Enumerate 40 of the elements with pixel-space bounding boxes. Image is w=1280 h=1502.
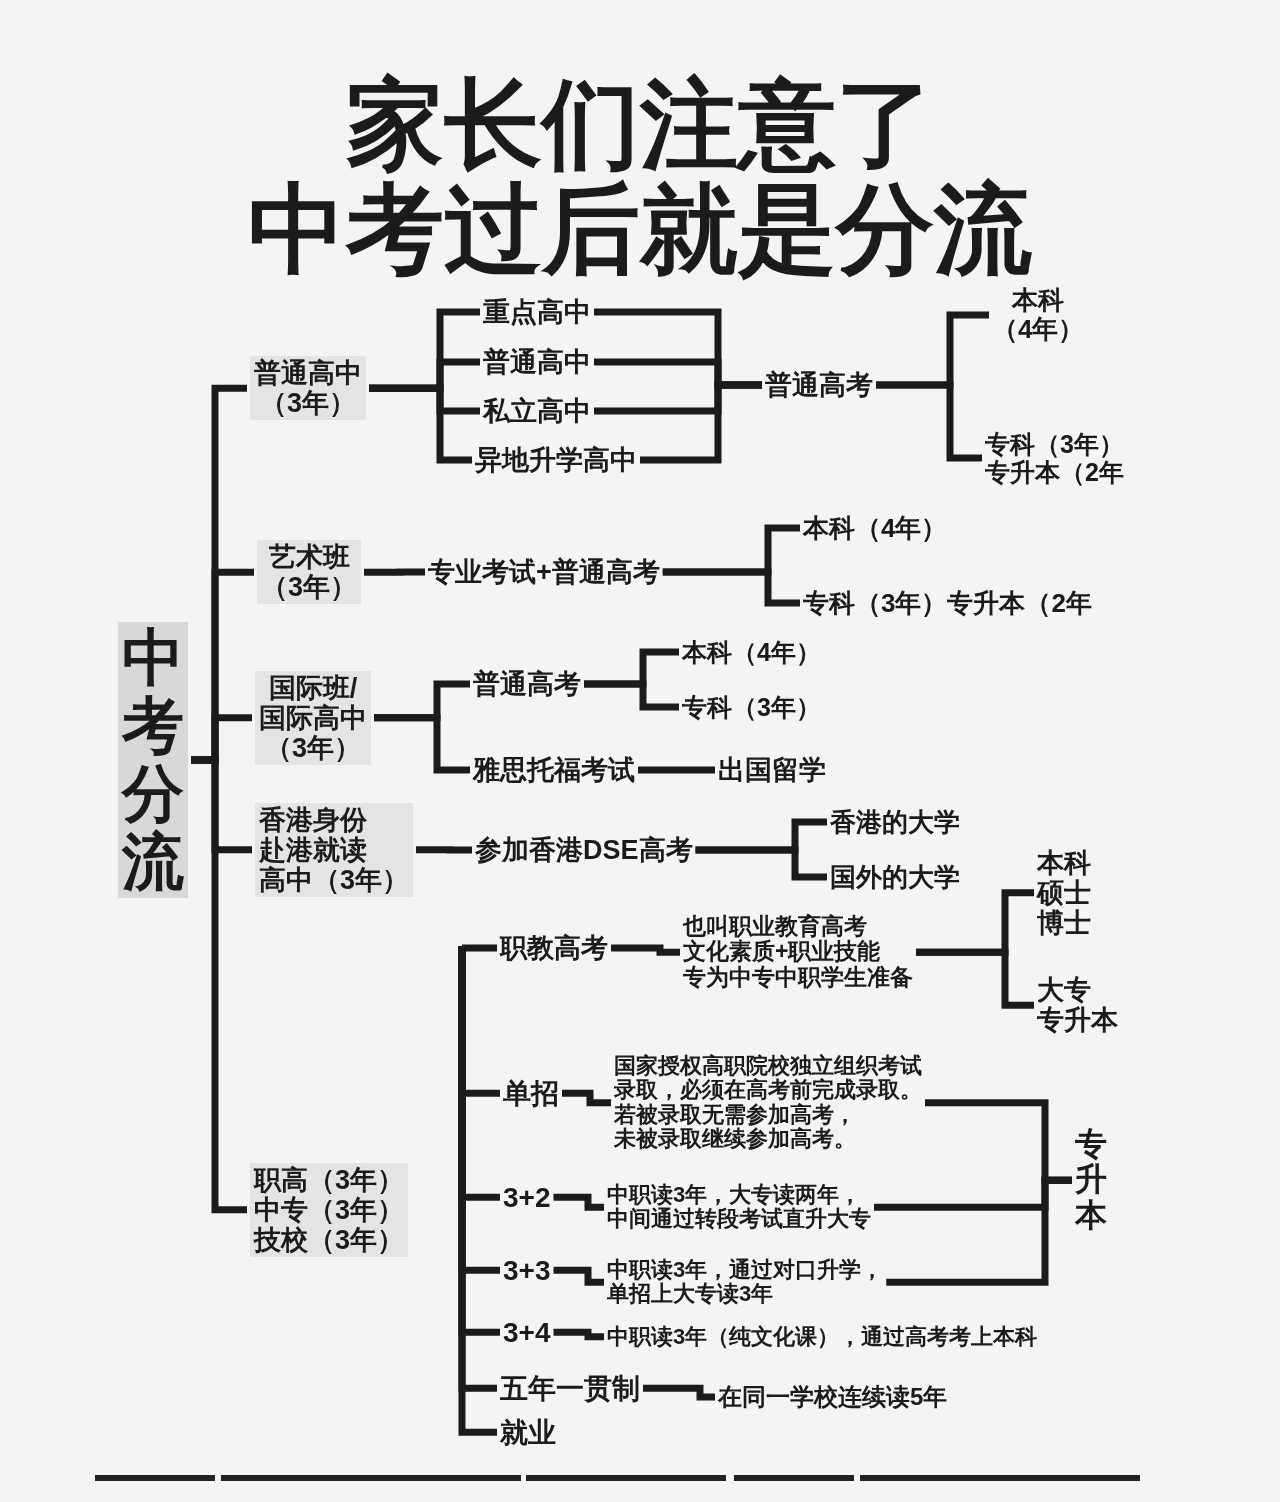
branch-label: 普通高考 (765, 370, 873, 401)
branch-label: 普通高中 (483, 347, 591, 378)
branch-label: 本科硕士博士 (1037, 847, 1091, 939)
branch-label: 专业考试+普通高考 (428, 557, 660, 588)
branch-label: 艺术班（3年） (257, 540, 362, 605)
branch-label: 参加香港DSE高考 (475, 835, 693, 866)
branch-label: 专科（3年） (682, 693, 821, 721)
branch-label: 专升本 (1075, 1126, 1107, 1234)
branch-label: 出国留学 (718, 755, 826, 786)
branch-label: 香港的大学 (830, 807, 960, 837)
branch-label: 也叫职业教育高考文化素质+职业技能专为中专中职学生准备 (683, 913, 913, 991)
branch-label: 香港身份赴港就读高中（3年） (255, 802, 414, 898)
branch-label: 国家授权高职院校独立组织考试录取，必须在高考前完成录取。若被录取无需参加高考，未被录取继续参加高考。 (614, 1053, 922, 1152)
branch-label: 专科（3年）专升本（2年 (803, 588, 1092, 618)
branch-label: 职高（3年）中专（3年）技校（3年） (250, 1162, 409, 1258)
branch-label: 异地升学高中 (475, 445, 637, 476)
branch-label: 3+3 (503, 1254, 551, 1286)
branch-label: 在同一学校连续读5年 (718, 1383, 948, 1411)
branch-label: 3+2 (503, 1181, 551, 1213)
branch-label: 中职读3年（纯文化课），通过高考考上本科 (607, 1324, 1038, 1350)
root-label: 中考分流 (118, 621, 188, 899)
branch-label: 私立高中 (483, 396, 591, 427)
branch-label: 中职读3年，大专读两年，中间通过转段考试直升大专 (607, 1182, 871, 1232)
branch-label: 3+4 (503, 1316, 551, 1348)
branch-label: 五年一贯制 (500, 1372, 640, 1404)
branch-label: 国际班/国际高中（3年） (255, 670, 371, 766)
branch-label: 单招 (503, 1077, 559, 1109)
branch-label: 就业 (500, 1416, 556, 1448)
branch-label: 职教高考 (500, 933, 608, 964)
branch-label: 大专专升本 (1037, 975, 1118, 1036)
branch-label: 专科（3年）专升本（2年 (985, 430, 1124, 486)
branch-label: 国外的大学 (830, 862, 960, 892)
branch-label: 中职读3年，通过对口升学，单招上大专读3年 (607, 1257, 884, 1307)
branch-label: 重点高中 (483, 297, 591, 328)
branch-label: 本科（4年） (803, 513, 948, 543)
branch-label: 普通高中（3年） (250, 356, 366, 421)
branch-label: 本科（4年） (992, 286, 1085, 345)
branch-label: 雅思托福考试 (473, 755, 635, 786)
branch-label: 本科（4年） (682, 638, 821, 666)
branch-label: 普通高考 (473, 669, 581, 700)
